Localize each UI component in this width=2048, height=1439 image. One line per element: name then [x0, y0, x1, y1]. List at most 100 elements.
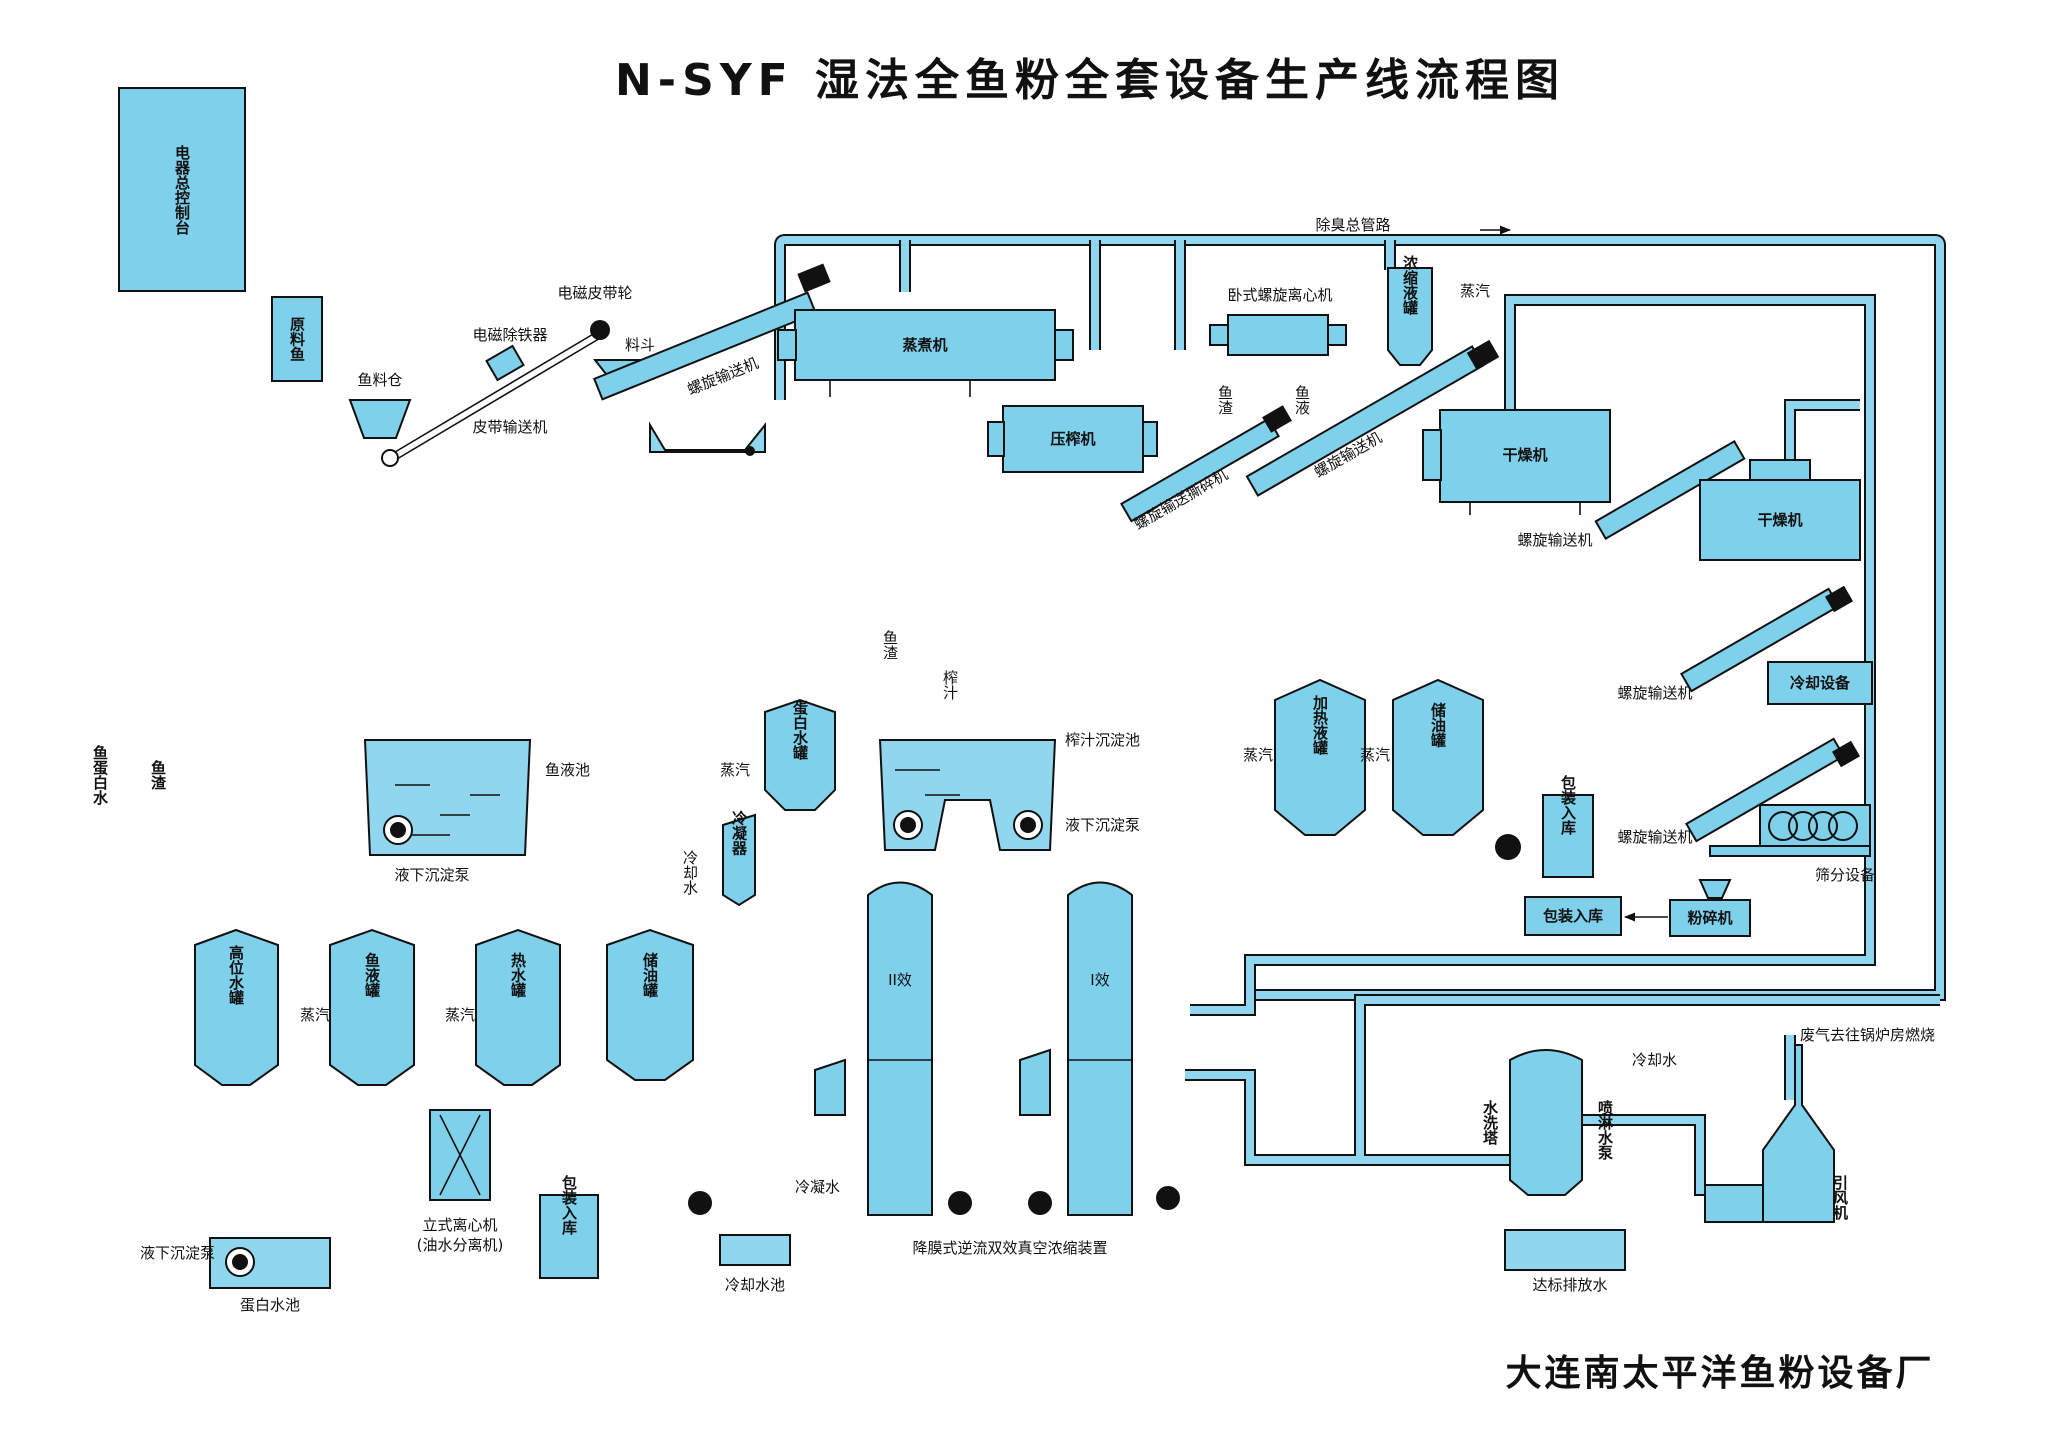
screw-conveyor-3: 螺旋输送机 [1517, 439, 1746, 549]
oil-tank-right: 储油罐 蒸汽 [1360, 678, 1484, 836]
press-label: 压榨机 [1050, 430, 1095, 448]
screw-conveyor-4-label: 螺旋输送机 [1617, 684, 1692, 702]
control-panel-label: 电器总控制台 [173, 144, 191, 236]
fish-residue-left-label: 鱼渣 [149, 759, 167, 790]
cooling-pool-label: 冷却水池 [725, 1276, 785, 1294]
evap-tank-label: 浓缩液罐 [1401, 255, 1419, 316]
submerged-pump-1-label: 液下沉淀泵 [394, 866, 469, 884]
packing-right: 包装入库 [1524, 896, 1668, 936]
steam-fish-liquid-label: 蒸汽 [300, 1006, 330, 1024]
centrifuge-label: 立式离心机 [422, 1216, 497, 1234]
company-name: 大连南太平洋鱼粉设备厂 [1505, 1353, 1934, 1394]
protein-pool: 液下沉淀泵 蛋白水池 [140, 1237, 331, 1314]
packing-mid: 包装入库 [1542, 774, 1594, 878]
belt-conveyor-label: 皮带输送机 [472, 418, 547, 436]
cooling-water-right-label: 冷却水 [1632, 1051, 1677, 1069]
fish-residue-label-top: 鱼渣 [1216, 384, 1234, 415]
fish-liquid-tank-label: 鱼液罐 [363, 952, 381, 999]
steam-label-top: 蒸汽 [1460, 282, 1490, 300]
diagram-title: N-SYF 湿法全鱼粉全套设备生产线流程图 [615, 55, 1565, 106]
heating-tank: 加热液罐 蒸汽 [1243, 678, 1366, 836]
magnetic-separator-label: 电磁除铁器 [472, 326, 547, 344]
press-juice-pool: 榨汁沉淀池 液下沉淀泵 鱼渣 榨汁 [878, 629, 1140, 851]
grinder: 粉碎机 [1669, 879, 1751, 937]
decanter: 卧式螺旋离心机 [1209, 286, 1347, 356]
high-water-tank: 高位水罐 [194, 928, 279, 1086]
condenser-label: 冷凝器 [730, 810, 748, 857]
submerged-pump-3-label: 液下沉淀泵 [140, 1244, 215, 1262]
press-juice-fish-residue: 鱼渣 [881, 629, 899, 660]
deodor-main-label: 除臭总管路 [1315, 216, 1390, 234]
protein-pool-label: 蛋白水池 [240, 1296, 300, 1314]
screw-conveyor-4: 螺旋输送机 [1617, 585, 1854, 702]
heating-tank-label: 加热液罐 [1311, 695, 1329, 756]
fish-bin-label: 鱼料仓 [357, 371, 402, 389]
cooling-equipment-label: 冷却设备 [1790, 674, 1851, 692]
evaporator-1-label: I效 [1090, 971, 1109, 989]
dryer-1-label: 干燥机 [1502, 446, 1547, 464]
screw-conveyor-3-label: 螺旋输送机 [1517, 531, 1592, 549]
cooker-label: 蒸煮机 [902, 336, 947, 354]
packing-right-label: 包装入库 [1543, 907, 1603, 925]
magnetic-pulley-label: 电磁皮带轮 [557, 284, 632, 302]
evaporator-2-label: II效 [888, 971, 912, 989]
fish-liquid-tank: 鱼液罐 蒸汽 [300, 928, 415, 1086]
condensate-label: 冷凝水 [795, 1178, 840, 1196]
dryer-2-label: 干燥机 [1757, 511, 1802, 529]
oil-tank-right-label: 储油罐 [1429, 702, 1447, 749]
cooling-pool: 冷却水池 [719, 1234, 791, 1294]
spray-pump-label: 喷淋水泵 [1596, 1100, 1614, 1161]
centrifuge-sub-label: (油水分离机) [417, 1236, 504, 1254]
hot-water-tank-label: 热水罐 [509, 952, 527, 999]
deodor-main-pipe: 除臭总管路 [774, 216, 1946, 1196]
oil-tank-left-label: 储油罐 [641, 952, 659, 999]
discharge-label: 达标排放水 [1532, 1276, 1607, 1294]
raw-fish-box: 原料鱼 [271, 296, 323, 382]
steam-heating-label: 蒸汽 [1243, 746, 1273, 764]
press-juice-pool-label: 榨汁沉淀池 [1065, 731, 1140, 749]
cooling-water-label: 冷却水 [681, 850, 699, 895]
dryer-2: 干燥机 [1699, 459, 1861, 561]
washing-tower-label: 水洗塔 [1481, 1099, 1499, 1146]
evaporator-2: II效 [814, 881, 933, 1216]
protein-tank: 蛋白水罐 蒸汽 [720, 698, 836, 811]
screw-conveyor-2: 螺旋输送机 [1245, 339, 1500, 497]
dryer-1: 干燥机 [1422, 409, 1611, 515]
washing-tower: 水洗塔 喷淋水泵 冷却水 [1481, 1049, 1677, 1196]
decanter-label: 卧式螺旋离心机 [1227, 286, 1332, 304]
packing-bottom: 包装入库 [539, 1174, 599, 1279]
cooling-equipment: 冷却设备 [1767, 661, 1873, 705]
fan-label: 引风机 [1831, 1175, 1849, 1221]
centrifuge: 立式离心机 (油水分离机) [417, 1109, 504, 1254]
steam-protein-label: 蒸汽 [720, 761, 750, 779]
high-water-tank-label: 高位水罐 [227, 944, 245, 1006]
evaporator-caption: 降膜式逆流双效真空浓缩装置 [912, 1239, 1107, 1257]
condenser: 冷凝器 冷却水 [681, 810, 756, 907]
fish-liquid-pool-label: 鱼液池 [545, 761, 590, 779]
packing-mid-label: 包装入库 [1559, 774, 1577, 836]
protein-tank-label: 蛋白水罐 [791, 700, 809, 761]
hopper-label: 料斗 [625, 336, 655, 354]
evap-tank: 浓缩液罐 蒸汽 [1387, 255, 1490, 366]
cooker: 蒸煮机 [777, 309, 1074, 397]
hot-water-tank: 热水罐 蒸汽 [445, 928, 561, 1086]
exhaust-label: 废气去往锅炉房燃烧 [1800, 1026, 1935, 1044]
submerged-pump-2-label: 液下沉淀泵 [1065, 816, 1140, 834]
packing-bottom-label: 包装入库 [560, 1174, 578, 1236]
steam-hot-water-label: 蒸汽 [445, 1006, 475, 1024]
oil-tank-left: 储油罐 [606, 928, 694, 1081]
raw-fish-label: 原料鱼 [288, 317, 306, 362]
protein-water-label: 鱼蛋白水 [91, 744, 109, 806]
steam-oil-label: 蒸汽 [1360, 746, 1390, 764]
press-juice-juice: 榨汁 [941, 669, 959, 700]
screw-conveyor-5: 螺旋输送机 [1617, 737, 1861, 846]
evaporator-1: I效 [1019, 881, 1133, 1216]
belt-conveyor: 鱼料仓 电磁除铁器 电磁皮带轮 皮带输送机 料斗 [348, 284, 655, 467]
screening-equipment: 筛分设备 [1709, 804, 1875, 884]
control-panel: 电器总控制台 [118, 87, 246, 292]
discharge-pool: 达标排放水 [1504, 1229, 1626, 1294]
screw-conveyor-5-label: 螺旋输送机 [1617, 828, 1692, 846]
screening-equipment-label: 筛分设备 [1815, 866, 1875, 884]
grinder-label: 粉碎机 [1687, 909, 1732, 927]
